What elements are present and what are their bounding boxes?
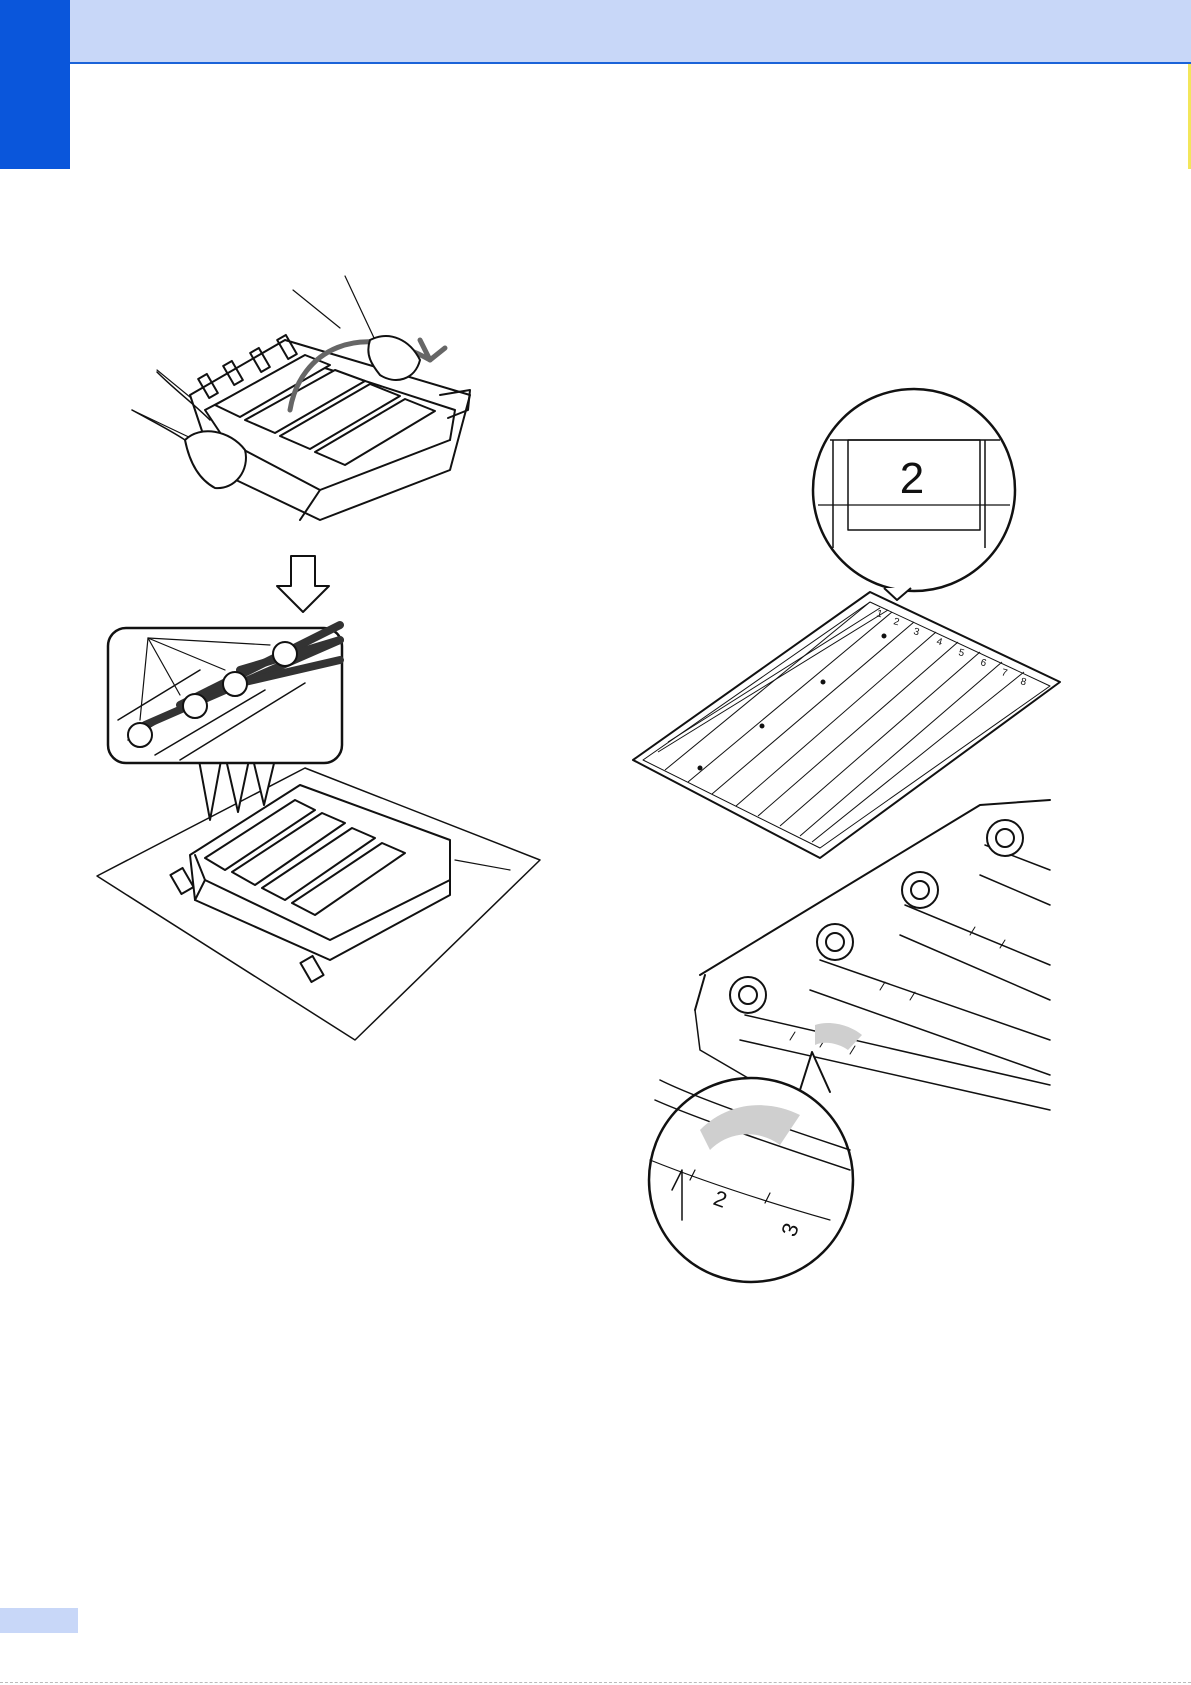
down-arrow-icon: [277, 556, 329, 612]
drum-unit-on-paper-illustration: [97, 625, 540, 1040]
test-print-sheet-illustration: [633, 389, 1060, 858]
magnified-number: 2: [900, 454, 924, 503]
drum-unit-turning-illustration: [132, 276, 470, 520]
page-number-tab: [0, 1608, 78, 1633]
bottom-border: [0, 1682, 1191, 1683]
drum-closeup-illustration: [649, 800, 1050, 1282]
